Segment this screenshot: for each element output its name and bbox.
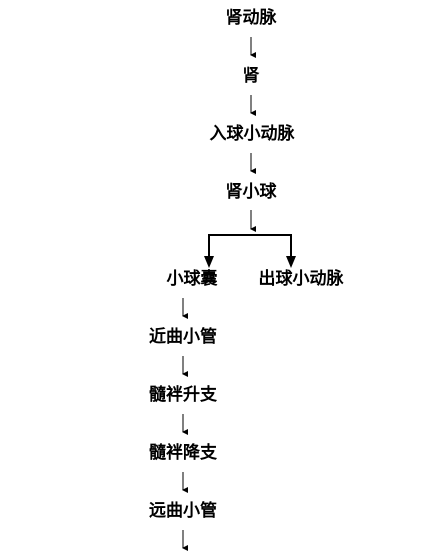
node-afferent-arteriole: 入球小动脉 bbox=[209, 124, 295, 144]
node-bowmans-capsule: 小球囊 bbox=[166, 269, 218, 289]
node-ascending-limb: 髓袢升支 bbox=[149, 385, 217, 405]
branch-bracket bbox=[208, 234, 292, 260]
branch-arrowhead-right bbox=[286, 256, 296, 268]
node-proximal-convoluted-tubule: 近曲小管 bbox=[149, 327, 217, 347]
node-distal-convoluted-tubule: 远曲小管 bbox=[149, 501, 217, 521]
node-efferent-arteriole: 出球小动脉 bbox=[258, 269, 344, 289]
node-glomerulus: 肾小球 bbox=[225, 182, 277, 202]
branch-arrowhead-left bbox=[204, 256, 214, 268]
node-kidney: 肾 bbox=[242, 66, 260, 86]
node-descending-limb: 髓袢降支 bbox=[149, 443, 217, 463]
node-renal-artery: 肾动脉 bbox=[225, 8, 277, 28]
